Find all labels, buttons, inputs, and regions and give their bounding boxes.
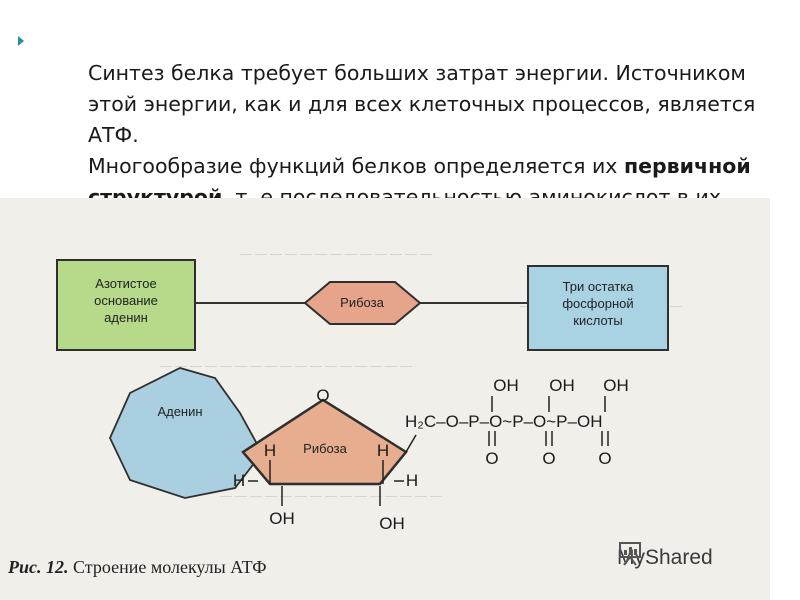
phosphate-oh-2: OH <box>549 376 575 395</box>
paragraph-1: Синтез белка требует больших затрат энер… <box>88 61 756 147</box>
box-ribose: Рибоза <box>303 281 422 325</box>
bullet-icon <box>18 36 24 46</box>
box-right-line-2: фосфорной <box>562 296 633 311</box>
adenine-label: Аденин <box>157 404 202 419</box>
atp-figure: — — — — — — — — — — — — — — — — — — — — … <box>0 198 770 600</box>
adenine-shape: Аденин <box>109 367 264 499</box>
phosphate-o-1: O <box>485 449 498 468</box>
phosphate-o-3: O <box>598 449 611 468</box>
box-right-line-3: кислоты <box>573 313 622 328</box>
phosphate-oh-3: OH <box>603 376 629 395</box>
box-phosphates: Три остатка фосфорной кислоты <box>527 265 669 351</box>
atp-diagram: Азотистое основание аденин Рибоза Три ос… <box>56 259 669 533</box>
hydroxyl-2: OH <box>379 514 405 533</box>
ring-oxygen: O <box>316 386 329 405</box>
phosphate-o-2: O <box>542 449 555 468</box>
box-left-line-2: основание <box>94 293 158 308</box>
box-nitrogen-base: Азотистое основание аденин <box>56 259 196 351</box>
box-right-line-1: Три остатка <box>563 279 635 294</box>
paragraph-2-start: Многообразие функций белков определяется… <box>88 154 624 178</box>
box-left-line-3: аденин <box>104 310 148 325</box>
phosphate-oh-1: OH <box>493 376 519 395</box>
box-middle-label: Рибоза <box>340 295 384 310</box>
figure-caption: Рис. 12. Строение молекулы АТФ <box>8 557 266 578</box>
phosphate-chain: H₂C–O–P–O~P–O~P–OH <box>405 412 602 431</box>
ribose-label: Рибоза <box>303 441 347 456</box>
ribose-ring: Рибоза <box>241 398 408 486</box>
hydroxyl-1: OH <box>269 509 295 528</box>
myshared-watermark: MyShared <box>617 541 787 575</box>
atom-h-1: H <box>264 441 276 460</box>
caption-number: Рис. 12. <box>8 557 69 577</box>
box-left-line-1: Азотистое <box>95 276 156 291</box>
paragraph-2-bold: первичной структурой <box>88 154 751 209</box>
presentation-icon <box>619 542 641 566</box>
atom-h-2: H <box>377 441 389 460</box>
atom-h-3: H <box>233 471 245 490</box>
caption-text: Строение молекулы АТФ <box>73 557 267 577</box>
atom-h-4: H <box>406 471 418 490</box>
